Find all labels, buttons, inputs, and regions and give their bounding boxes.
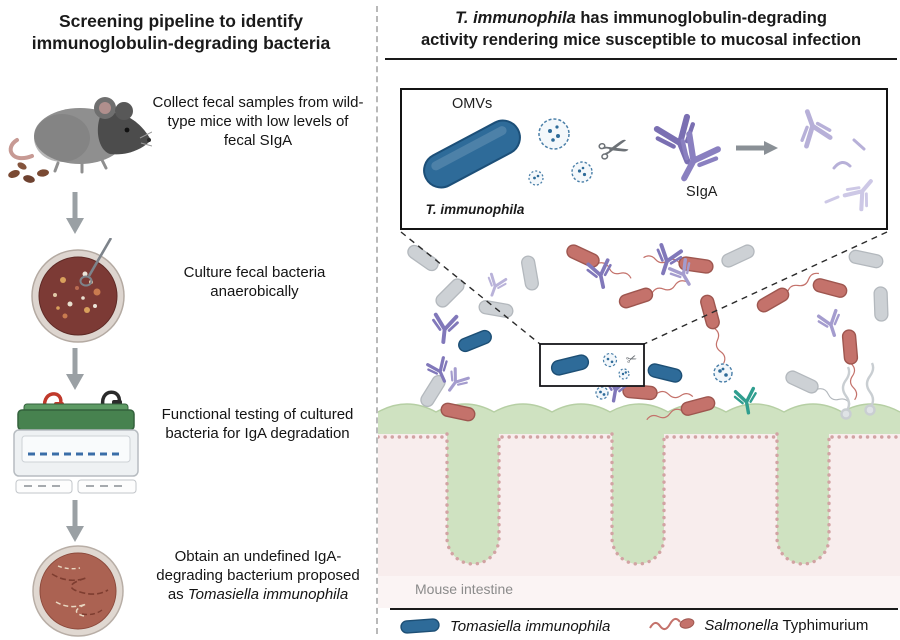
bacterial-streaks: [51, 565, 109, 617]
salmonella-bacterium: [564, 242, 633, 282]
step-4-species: Tomasiella immunophila: [187, 585, 349, 603]
callout-line: [643, 231, 888, 345]
legend-salmonella-rest: Typhimurium: [778, 617, 869, 634]
omv-vesicle: [538, 118, 570, 150]
ghost-microbe: [840, 362, 876, 420]
petri-dish-icon: [31, 238, 125, 343]
commensal-bacterium: [404, 242, 442, 274]
mouse-icon: [8, 97, 152, 183]
omv-vesicle: [528, 170, 544, 186]
omv-vesicle: [571, 161, 593, 183]
siga-label: SIgA: [686, 184, 718, 200]
tomasiella-bacterium: [646, 361, 684, 385]
agar: [38, 256, 118, 336]
scene-caption: Mouse intestine: [415, 581, 514, 597]
tomasiella-bacterium: [423, 119, 521, 189]
right-title-line1: T. immunophila has immunoglobulin-degrad…: [385, 8, 897, 30]
callout-lines: [400, 231, 888, 345]
siga-antibody: [584, 258, 617, 292]
legend: Tomasiella immunophila Salmonella Typhim…: [398, 613, 898, 639]
omv-vesicle: [602, 352, 618, 368]
salmonella-bacterium: [841, 328, 859, 401]
salmonella-bacterium: [811, 276, 849, 300]
intestine-epithelium: [378, 403, 900, 608]
chamber-lid: [17, 409, 135, 431]
salmonella-bacterium: [617, 278, 688, 311]
siga-antibody: [440, 366, 471, 398]
inoculation-loop: [79, 275, 93, 287]
arrow-right-icon: [736, 141, 778, 155]
salmonella-bacterium: [698, 293, 727, 365]
step-4-text-main: Obtain an undefined IgA-degrading bacter…: [156, 548, 360, 603]
inset-species-label: T. immunophila: [425, 202, 525, 217]
crypt: [612, 430, 664, 564]
mouse-tail: [8, 138, 34, 160]
legend-tomasiella-label: Tomasiella immunophila: [450, 617, 611, 635]
anaerobic-chamber-icon: [13, 390, 139, 494]
siga-complex: [654, 116, 720, 187]
salmonella-legend-icon: [649, 618, 695, 630]
inoculation-loop-handle: [87, 238, 113, 277]
omv-vesicle: [595, 386, 609, 400]
siga-antibody: [815, 308, 847, 341]
mechanism-drawing: ✂: [423, 90, 886, 228]
salmonella-bacterium: [621, 383, 694, 401]
legend-divider: [390, 608, 898, 610]
callout-line: [400, 231, 541, 345]
siga-antibody: [429, 312, 461, 346]
omvs-label: OMVs: [452, 96, 493, 112]
mouse-ear: [115, 102, 133, 120]
step-1-text: Collect fecal samples from wild-type mic…: [152, 94, 364, 149]
crypt: [777, 430, 829, 564]
omv-vesicle: [713, 363, 733, 383]
step-3-text: Functional testing of cultured bacteria …: [161, 406, 354, 442]
mouse-nose: [147, 138, 151, 142]
scissors-icon: ✂: [593, 126, 635, 175]
mouse-eye: [124, 127, 130, 133]
right-panel-title: T. immunophila has immunoglobulin-degrad…: [385, 8, 897, 60]
right-title-species: T. immunophila: [455, 9, 576, 27]
legend-salmonella-species: Salmonella: [704, 617, 779, 634]
commensal-bacterium: [519, 254, 541, 292]
zoom-rectangle: ✂: [539, 343, 645, 387]
crypt: [447, 430, 499, 564]
agar: [39, 552, 117, 630]
fecal-pellets: [8, 162, 49, 183]
arrow-down-icon: [66, 500, 84, 542]
legend-salmonella-label: Salmonella Typhimurium: [704, 617, 868, 635]
scene-illustration: ✂: [378, 231, 900, 608]
degraded-fragments: [793, 107, 880, 211]
tomasiella-bacterium: [456, 327, 494, 355]
commensal-bacterium: [873, 286, 889, 322]
step-4-text: Obtain an undefined IgA-degrading bacter…: [148, 548, 368, 605]
colonies: [53, 271, 101, 319]
epithelium-surface: [378, 404, 900, 434]
left-panel-title: Screening pipeline to identify immunoglo…: [31, 11, 331, 54]
culture-plate-icon: [32, 545, 124, 637]
lumen-microbes: [404, 242, 889, 423]
arrow-down-icon: [66, 192, 84, 234]
arrow-down-icon: [66, 348, 84, 390]
step-2-text: Culture fecal bacteria anaerobically: [183, 264, 326, 300]
scissors-icon: ✂: [624, 350, 639, 368]
right-title-rest: has immunoglobulin-degrading: [575, 9, 827, 27]
panel-divider: [376, 6, 378, 634]
right-title-line2: activity rendering mice susceptible to m…: [420, 30, 862, 49]
mouse-head: [97, 111, 151, 155]
tomasiella-legend-icon: [400, 618, 440, 634]
siga-antibody: [482, 272, 509, 300]
commensal-bacterium: [847, 248, 885, 270]
salmonella-bacterium: [754, 270, 821, 315]
omv-vesicle: [618, 368, 630, 380]
mechanism-inset: ✂ OMVs T. immunophila SIgA: [400, 88, 888, 230]
crypt-cell-dots: [378, 432, 900, 566]
commensal-bacterium: [719, 242, 757, 270]
